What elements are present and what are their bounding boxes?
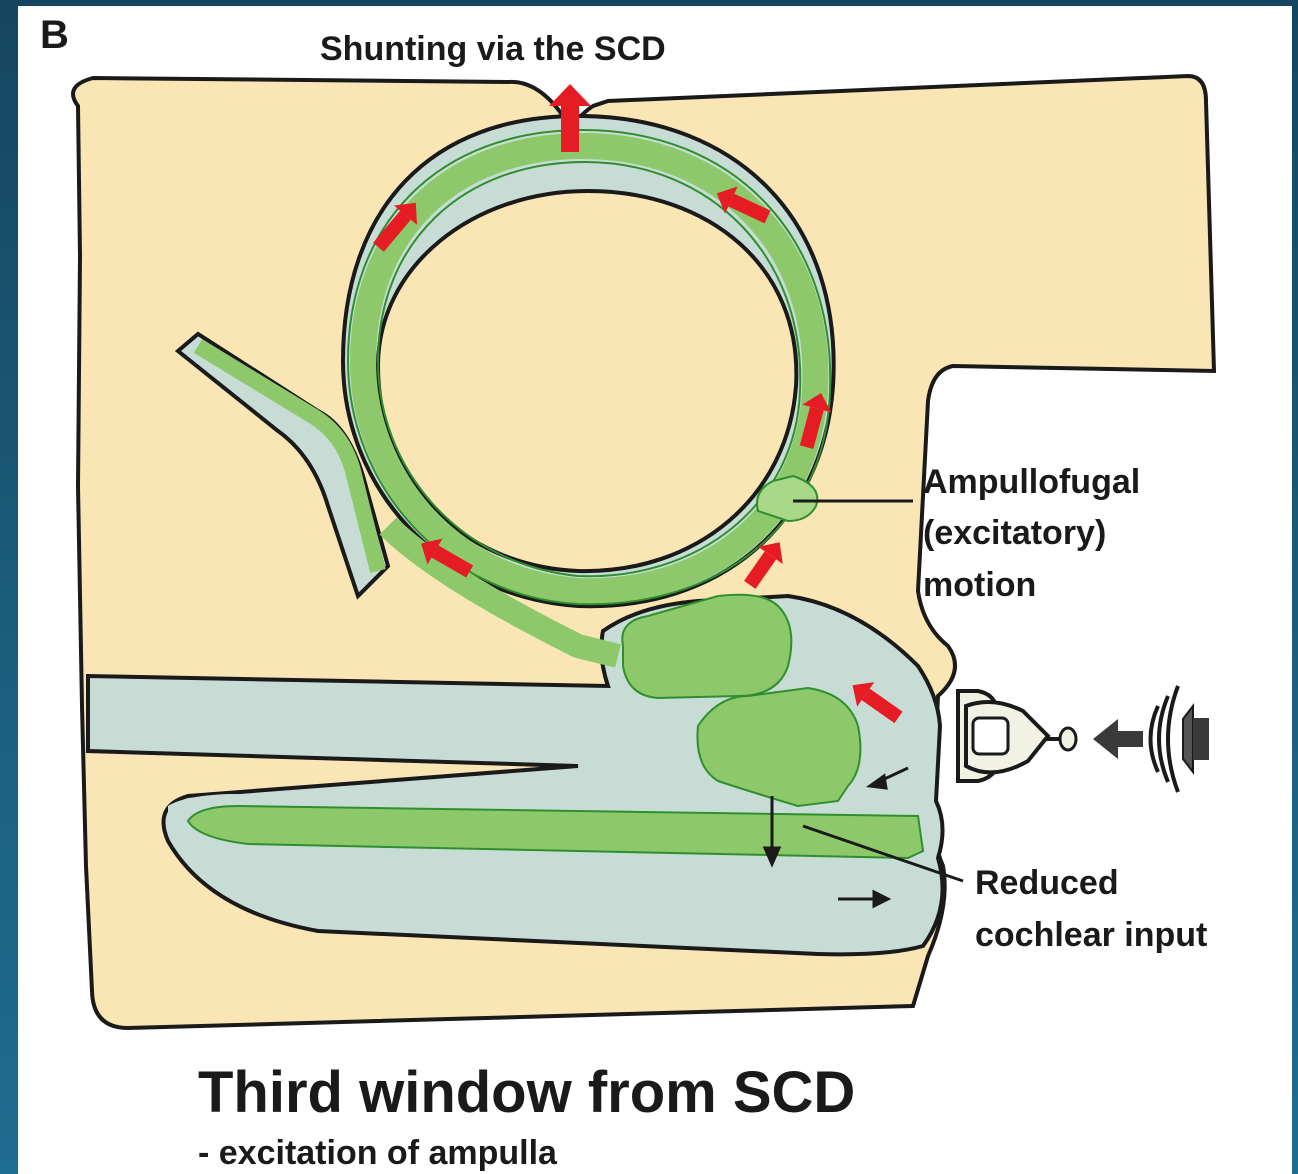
- ampullofugal-label-3: motion: [923, 566, 1036, 604]
- sound-source-icon: [1093, 686, 1209, 792]
- reduced-label-2: cochlear input: [975, 916, 1207, 954]
- reduced-label-1: Reduced: [975, 864, 1119, 902]
- ampullofugal-label-2: (excitatory): [923, 514, 1106, 552]
- scd-diagram: B Shunting via the SCD Ampullofugal (exc…: [18, 6, 1292, 1174]
- figure-panel: B Shunting via the SCD Ampullofugal (exc…: [18, 6, 1292, 1174]
- ampullofugal-label-1: Ampullofugal: [923, 463, 1140, 501]
- caption-subtitle: - excitation of ampulla: [198, 1134, 558, 1172]
- caption-title: Third window from SCD: [198, 1060, 855, 1125]
- panel-letter: B: [40, 13, 69, 57]
- shunting-label: Shunting via the SCD: [320, 30, 666, 68]
- stapes: [958, 691, 1076, 781]
